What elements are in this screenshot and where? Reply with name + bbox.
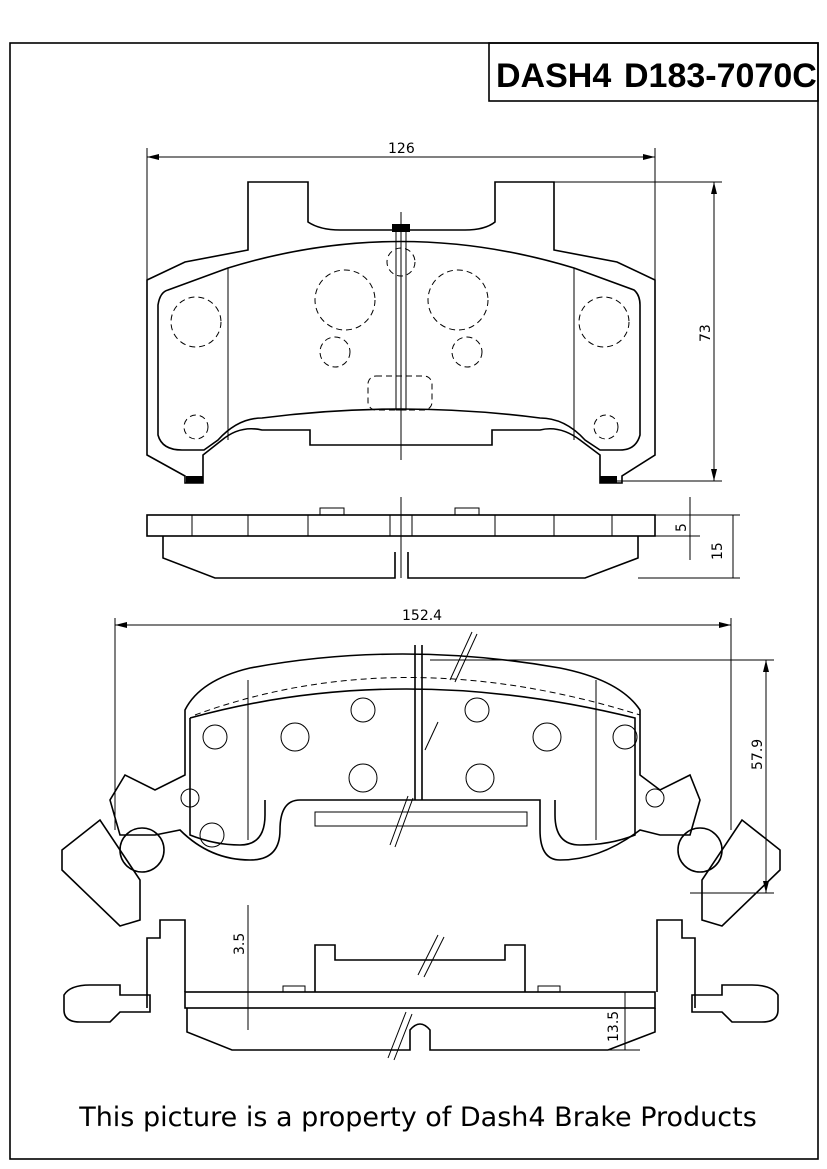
backing-plate-outline	[146, 181, 656, 484]
dim-bottom-height: 57.9	[750, 739, 766, 770]
dim-bottom-side-thin: 3.5	[232, 933, 248, 955]
outer-backing-plate	[109, 653, 701, 861]
dim-top-width: 126	[388, 141, 415, 157]
dim-bottom-width: 152.4	[402, 608, 442, 624]
title-block: DASH4 D183-7070C	[488, 42, 819, 102]
dim-side-thick: 15	[710, 542, 726, 560]
footer-copyright: This picture is a property of Dash4 Brak…	[78, 1102, 757, 1133]
dim-top-height: 73	[698, 324, 714, 342]
friction-material	[157, 240, 641, 451]
left-side-clip	[63, 984, 151, 1023]
title-box	[488, 42, 819, 102]
right-clip	[701, 818, 781, 927]
outer-side-backing	[184, 991, 656, 1009]
inner-pad-front-view: 126 73	[146, 141, 722, 484]
dim-bottom-side-thick: 13.5	[606, 1011, 622, 1042]
outer-pad-side-view: 3.5 13.5	[63, 905, 779, 1061]
outer-pad-front-view: 152.4 57.9	[61, 608, 781, 927]
dim-side-thin: 5	[674, 523, 690, 532]
left-clip	[61, 818, 141, 927]
title-brand: DASH4	[496, 57, 611, 95]
title-part-number: D183-7070C	[624, 57, 817, 95]
sheet-border	[9, 42, 819, 1160]
inner-pad-side-view: 5 15	[146, 497, 740, 579]
right-side-clip	[691, 984, 779, 1023]
